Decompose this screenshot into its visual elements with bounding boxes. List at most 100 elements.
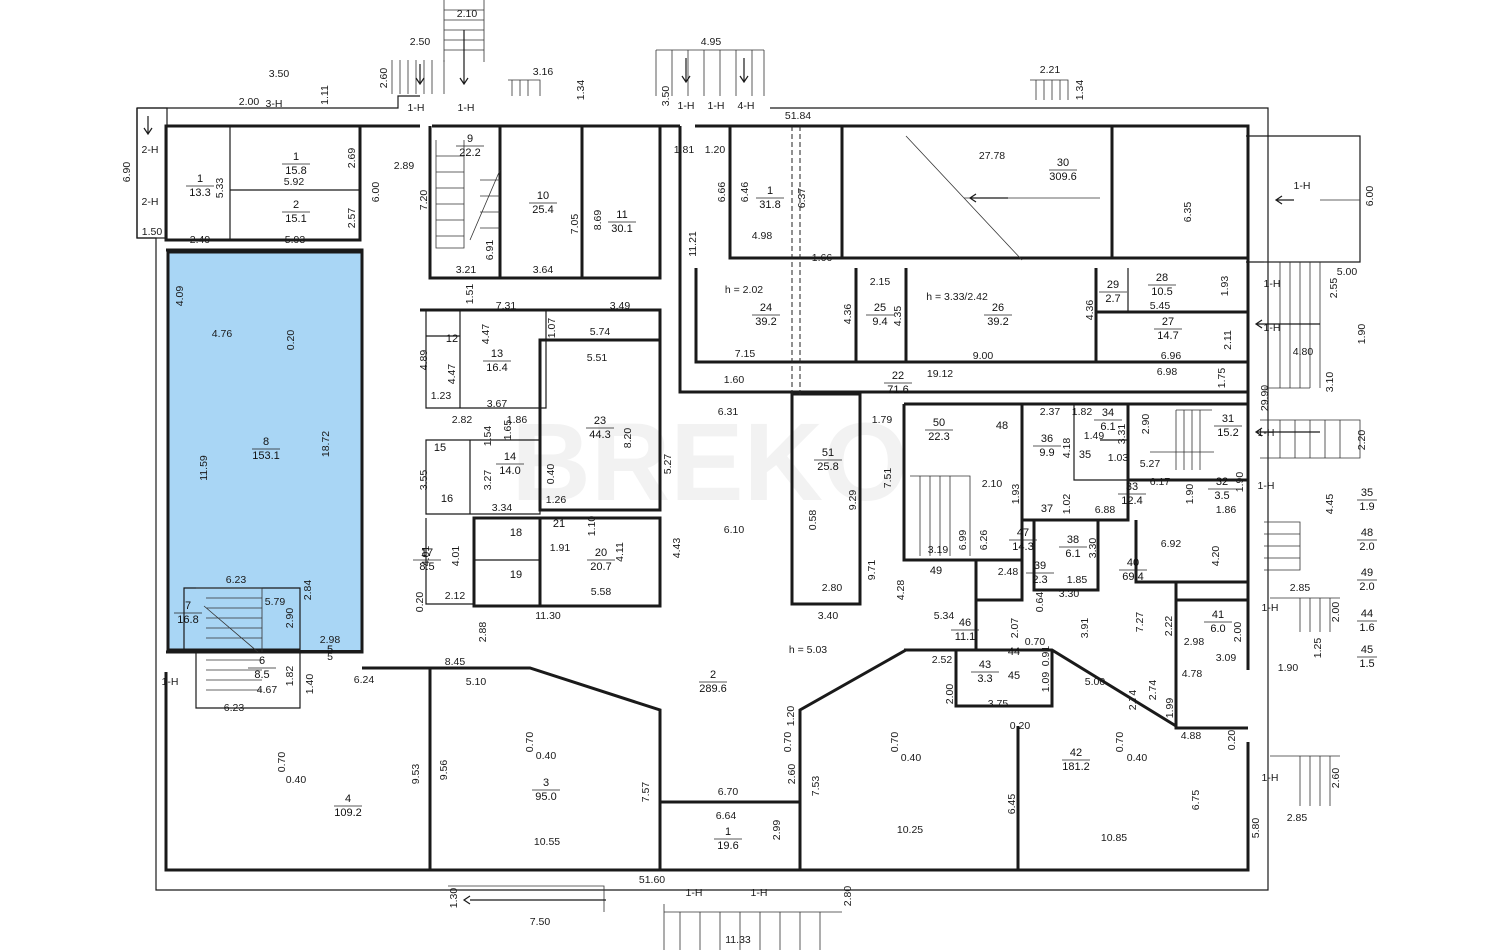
dimension-label: 19.12 (927, 368, 953, 380)
dimension-label: 2.57 (346, 208, 358, 229)
dimension-label: 5.93 (285, 234, 306, 246)
dimension-label: 6.23 (226, 574, 247, 586)
room-area: 25.8 (817, 461, 838, 473)
ceiling-height-label: h = 3.33/2.42 (926, 291, 988, 303)
dimension-label: 3.50 (660, 86, 672, 107)
watermark: BREKO (511, 401, 908, 524)
dimension-label: 0.20 (414, 592, 426, 613)
dimension-label: 5.45 (1150, 300, 1171, 312)
dimension-label: 2.21 (1040, 64, 1061, 76)
dimension-label: 2.37 (1040, 406, 1061, 418)
dimension-label: 2.00 (944, 684, 956, 705)
exit-label: 1-H (1258, 427, 1275, 439)
dimension-label: 0.20 (1226, 730, 1238, 751)
outdoor-area: 2.0 (1359, 581, 1374, 593)
room-number: 22 (892, 370, 904, 382)
room-area: 30.1 (611, 223, 632, 235)
dimension-label: 6.99 (957, 530, 969, 551)
dimension-label: 1.20 (785, 706, 797, 727)
dimension-label: 4.36 (1084, 300, 1096, 321)
dimension-label: 1.91 (550, 542, 571, 554)
room-area: 181.2 (1062, 761, 1090, 773)
room-number: 1 (197, 173, 203, 185)
dimension-label: 0.70 (276, 752, 288, 773)
dimension-label: 3.21 (456, 264, 477, 276)
dimension-label: 2.00 (1330, 602, 1342, 623)
room-area: 22.3 (928, 431, 949, 443)
dimension-label: 6.35 (1182, 202, 1194, 223)
dimension-label: 6.66 (716, 182, 728, 203)
dimension-label: 2.82 (452, 414, 473, 426)
room-number: 32 (1216, 476, 1228, 488)
outdoor-area: 1.6 (1359, 622, 1374, 634)
dimension-label: 0.70 (782, 732, 794, 753)
outdoor-number: 49 (1361, 567, 1373, 579)
dimension-label: 1.11 (319, 85, 331, 105)
dimension-label: 2.99 (771, 820, 783, 841)
dimension-label: 10.25 (897, 824, 923, 836)
room-number: 40 (1127, 557, 1139, 569)
dimension-label: 2.74 (1147, 680, 1159, 701)
dimension-label: 4.11 (614, 542, 626, 562)
dimension-label: 1.60 (724, 374, 745, 386)
room-number: 7 (185, 600, 191, 612)
dimension-label: 6.91 (484, 240, 496, 261)
dimension-label: 10.85 (1101, 832, 1127, 844)
dimension-label: 5.34 (934, 610, 955, 622)
room-area: 10.5 (1151, 286, 1172, 298)
dimension-label: 1.85 (1067, 574, 1088, 586)
dimension-label: 4.01 (420, 546, 432, 567)
dimension-label: 4.98 (752, 230, 773, 242)
room-number: 4 (345, 793, 351, 805)
dimension-label: 4.76 (212, 328, 233, 340)
room-area: 309.6 (1049, 171, 1077, 183)
dimension-label: 3.27 (482, 470, 494, 491)
dimension-label: 2.98 (320, 634, 341, 646)
dimension-label: 0.40 (901, 752, 922, 764)
room-area: 25.4 (532, 204, 553, 216)
dimension-label: 2.10 (457, 8, 478, 20)
dimension-label: 3.30 (1059, 588, 1080, 600)
dimension-label: 1.54 (482, 426, 494, 447)
room-number: 31 (1222, 413, 1234, 425)
exit-label: 1-H (708, 100, 725, 112)
dimension-label: 0.40 (536, 750, 557, 762)
dimension-label: 2.69 (346, 148, 358, 169)
room-number: 11 (616, 209, 627, 221)
room-area: 14.3 (1012, 541, 1033, 553)
room-area: 9.9 (1039, 447, 1054, 459)
outdoor-number: 45 (1361, 644, 1373, 656)
dimension-label: 0.40 (286, 774, 307, 786)
dimension-label: 7.05 (569, 214, 581, 235)
room-area: 9.4 (872, 316, 887, 328)
dimension-label: 18.72 (320, 431, 332, 457)
room-number: 15 (434, 442, 446, 454)
dimension-label: 1.65 (502, 420, 514, 441)
room-number: 1 (293, 151, 299, 163)
dimension-label: 1.09 (1040, 672, 1052, 693)
dimension-label: 7.51 (882, 468, 894, 489)
room-area: 16.4 (486, 362, 507, 374)
dimension-label: 0.70 (889, 732, 901, 753)
dimension-label: 11.33 (725, 934, 751, 946)
dimension-label: 2.80 (822, 582, 843, 594)
dimension-label: 11.30 (535, 610, 561, 622)
dimension-label: 1.34 (1074, 80, 1086, 101)
dimension-label: 1.90 (1184, 484, 1196, 505)
exit-label: 2-H (142, 196, 159, 208)
exit-label: 1-H (1294, 180, 1311, 192)
dimension-label: 1.20 (705, 144, 726, 156)
dimension-label: 3.64 (533, 264, 554, 276)
dimension-label: 6.17 (1150, 476, 1171, 488)
dimension-label: 51.60 (639, 874, 665, 886)
dimension-label: 4.36 (842, 304, 854, 325)
dimension-label: 1.30 (448, 888, 460, 909)
dimension-label: 1.75 (1216, 368, 1228, 389)
highlighted-room-8-tail (300, 582, 362, 650)
room-number: 34 (1102, 407, 1114, 419)
dimension-label: 6.00 (1364, 186, 1376, 207)
room-number: 2 (710, 669, 716, 681)
room-number: 50 (933, 417, 945, 429)
